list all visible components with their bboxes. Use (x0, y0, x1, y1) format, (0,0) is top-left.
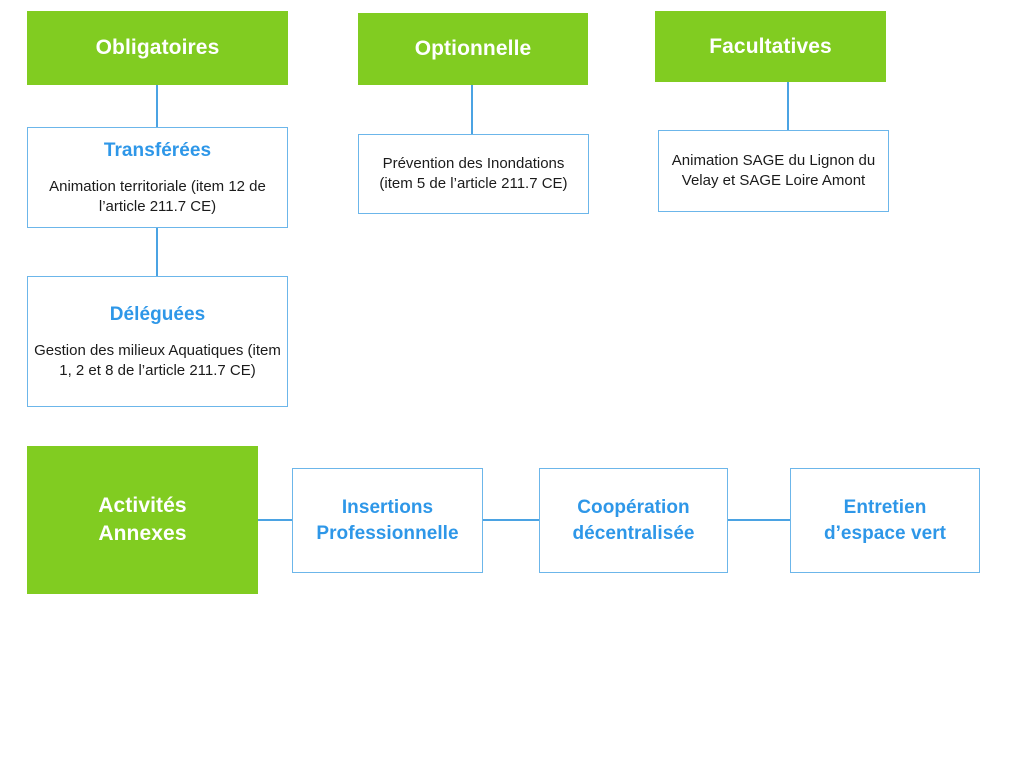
node-transferees-title: Transférées (103, 139, 212, 161)
connector-transferees-to-deleguees (156, 228, 158, 276)
node-insertions-professionnelle-label: Insertions Professionnelle (316, 496, 459, 544)
node-transferees-body: Animation territoriale (item 12 de l’art… (49, 178, 266, 216)
node-activites-annexes[interactable]: Activités Annexes (27, 446, 258, 594)
node-prevention-inondations-body: Prévention des Inondations (item 5 de l’… (379, 155, 568, 192)
node-obligatoires[interactable]: Obligatoires (27, 11, 288, 85)
node-obligatoires-label: Obligatoires (95, 36, 220, 60)
node-optionnelle-label: Optionnelle (414, 37, 532, 61)
node-facultatives[interactable]: Facultatives (655, 11, 886, 82)
node-deleguees-body: Gestion des milieux Aquatiques (item 1, … (34, 342, 281, 380)
node-entretien-espace-vert-label: Entretien d’espace vert (823, 496, 947, 544)
node-insertions-professionnelle[interactable]: Insertions Professionnelle (292, 468, 483, 573)
node-animation-sage-body: Animation SAGE du Lignon du Velay et SAG… (671, 152, 876, 189)
connector-obligatoires-to-transferees (156, 84, 158, 128)
node-transferees[interactable]: Transférées Animation territoriale (item… (27, 127, 288, 228)
connector-cooperation-to-entretien (727, 519, 791, 521)
node-entretien-espace-vert[interactable]: Entretien d’espace vert (790, 468, 980, 573)
node-cooperation-decentralisee-label: Coopération décentralisée (572, 496, 695, 544)
connector-facultatives-to-sage (787, 82, 789, 130)
node-optionnelle[interactable]: Optionnelle (358, 13, 588, 85)
node-animation-sage[interactable]: Animation SAGE du Lignon du Velay et SAG… (658, 130, 889, 212)
connector-insertions-to-cooperation (483, 519, 540, 521)
connector-optionnelle-to-prevention (471, 85, 473, 134)
node-facultatives-label: Facultatives (709, 34, 832, 58)
connector-annexes-to-insertions (258, 519, 293, 521)
node-activites-annexes-label: Activités Annexes (98, 494, 187, 545)
node-deleguees-title: Déléguées (109, 303, 206, 325)
node-cooperation-decentralisee[interactable]: Coopération décentralisée (539, 468, 728, 573)
node-prevention-inondations[interactable]: Prévention des Inondations (item 5 de l’… (358, 134, 589, 214)
node-deleguees[interactable]: Déléguées Gestion des milieux Aquatiques… (27, 276, 288, 407)
